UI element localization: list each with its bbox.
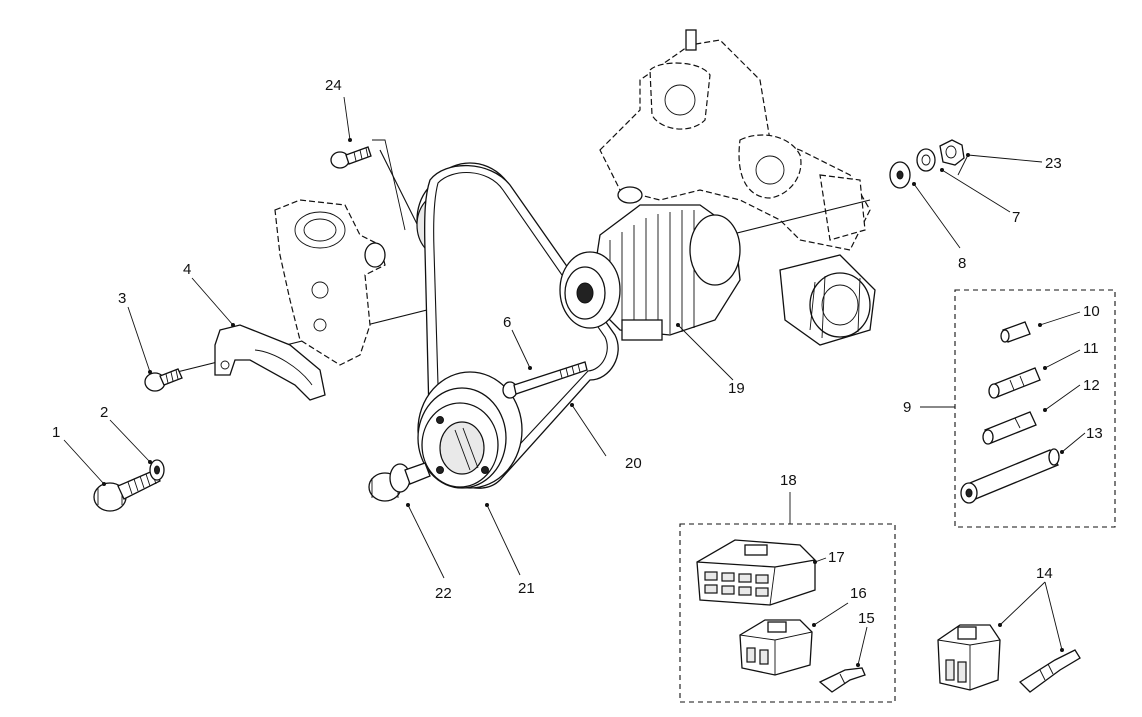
nut-23 bbox=[939, 139, 965, 166]
callout-22: 22 bbox=[435, 585, 452, 602]
lock-washer-7 bbox=[916, 148, 936, 172]
connector-16 bbox=[739, 619, 813, 676]
callout-16: 16 bbox=[850, 585, 867, 602]
callout-24: 24 bbox=[325, 77, 342, 94]
callout-18: 18 bbox=[780, 472, 797, 489]
bolt-22 bbox=[368, 462, 431, 502]
terminal-13 bbox=[960, 448, 1060, 504]
bolt-6 bbox=[502, 361, 588, 399]
terminal-kit-box bbox=[954, 289, 1116, 528]
bolt-1 bbox=[93, 469, 161, 512]
callout-14: 14 bbox=[1036, 565, 1053, 582]
callout-9: 9 bbox=[903, 399, 911, 416]
terminal-15 bbox=[818, 667, 866, 693]
fan-axis-line bbox=[379, 149, 421, 231]
callout-23: 23 bbox=[1045, 155, 1062, 172]
callout-21: 21 bbox=[518, 580, 535, 597]
leader-dots bbox=[102, 138, 1064, 667]
washer-8 bbox=[889, 161, 911, 189]
terminal-11 bbox=[988, 367, 1041, 399]
washer-2 bbox=[149, 459, 165, 481]
connector-kit-box bbox=[679, 523, 896, 703]
callout-15: 15 bbox=[858, 610, 875, 627]
callout-19: 19 bbox=[728, 380, 745, 397]
alternator bbox=[559, 186, 741, 341]
crankshaft-pulley bbox=[417, 371, 523, 489]
callout-17: 17 bbox=[828, 549, 845, 566]
leader-lines bbox=[63, 96, 1086, 666]
oil-filter bbox=[779, 254, 876, 346]
bolt-24 bbox=[330, 139, 406, 231]
callout-11: 11 bbox=[1083, 340, 1099, 357]
terminal-12 bbox=[982, 411, 1037, 445]
callout-12: 12 bbox=[1083, 377, 1100, 394]
connector-14 bbox=[937, 624, 1001, 691]
callout-3: 3 bbox=[118, 290, 126, 307]
callout-labels: 1 2 3 4 6 7 8 9 10 11 12 13 14 15 16 17 … bbox=[52, 77, 1103, 627]
callout-20: 20 bbox=[625, 455, 642, 472]
terminal-10 bbox=[1000, 321, 1031, 343]
callout-6: 6 bbox=[503, 314, 511, 331]
callout-7: 7 bbox=[1012, 209, 1020, 226]
callout-1: 1 bbox=[52, 424, 60, 441]
water-pump-housing bbox=[274, 199, 386, 366]
bolt-3 bbox=[144, 368, 183, 392]
callout-4: 4 bbox=[183, 261, 191, 278]
callout-13: 13 bbox=[1086, 425, 1103, 442]
connector-17 bbox=[696, 539, 816, 606]
adjusting-bracket bbox=[214, 324, 326, 401]
engine-block-outline bbox=[599, 29, 876, 346]
callout-2: 2 bbox=[100, 404, 108, 421]
terminal-14 bbox=[1018, 649, 1081, 693]
callout-10: 10 bbox=[1083, 303, 1100, 320]
callout-8: 8 bbox=[958, 255, 966, 272]
